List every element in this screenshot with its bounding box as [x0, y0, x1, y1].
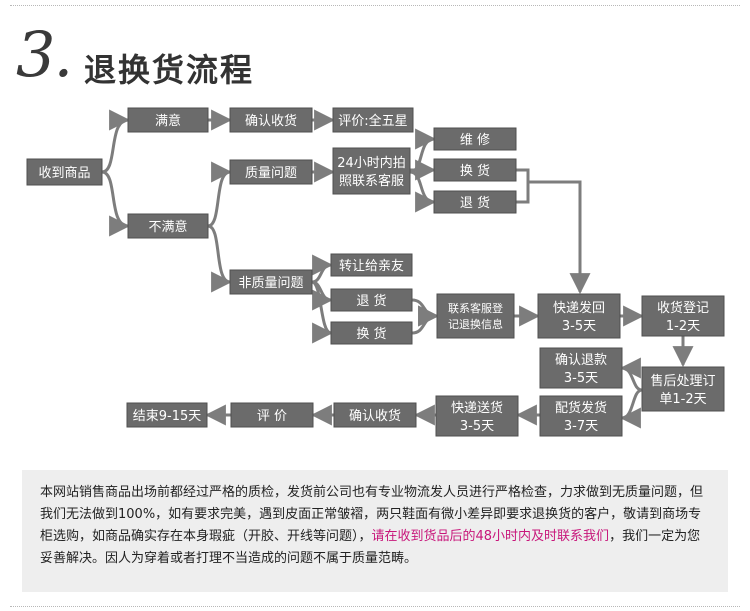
svg-text:确认收货: 确认收货	[245, 113, 297, 129]
section-title: 退换货流程	[84, 51, 255, 89]
svg-text:退 货: 退 货	[460, 195, 490, 211]
node-express-delivery: 快递送货 3-5天	[435, 395, 519, 437]
notice-tail: ，我们一定为您妥善解决。因人为穿着或者打理不当造成的问题不属于质量范畴。	[40, 529, 701, 566]
connector-received-satisfied	[101, 109, 131, 174]
svg-text:非质量问题: 非质量问题	[238, 276, 303, 291]
node-non-quality-issue: 非质量问题	[229, 269, 313, 295]
svg-text:3-5天: 3-5天	[562, 319, 596, 334]
node-repair: 维 修	[433, 127, 517, 151]
node-confirm-receipt-bottom: 确认收货	[333, 402, 417, 428]
svg-text:换 货: 换 货	[460, 163, 490, 179]
svg-text:换 货: 换 货	[356, 326, 386, 342]
svg-text:记退换信息: 记退换信息	[448, 317, 503, 331]
svg-text:照联系客服: 照联系客服	[339, 173, 404, 189]
svg-text:1-2天: 1-2天	[666, 319, 700, 334]
connectors	[101, 109, 694, 429]
svg-text:联系客服登: 联系客服登	[448, 301, 503, 315]
connector-exchange-bracket	[516, 168, 530, 204]
connector-dissatisfied-nonquality	[207, 224, 233, 293]
return-exchange-flowchart: 收到商品 满意 确认收货 评价:全五星 不满意 质量问题 24小时内拍 照联系客…	[26, 107, 725, 437]
connector-photo-return	[409, 170, 437, 213]
node-ship-goods: 配货发货 3-7天	[539, 395, 623, 437]
svg-text:配货发货: 配货发货	[555, 400, 607, 416]
node-review-five-star: 评价:全五星	[332, 107, 414, 133]
node-express-return: 快递发回 3-5天	[537, 293, 621, 339]
connector-return-contact	[411, 298, 440, 327]
svg-text:结束9-15天: 结束9-15天	[133, 409, 202, 424]
svg-text:维 修: 维 修	[460, 133, 490, 148]
svg-text:评价:全五星: 评价:全五星	[338, 113, 407, 129]
connector-nonquality-transfer	[311, 254, 334, 284]
node-received: 收到商品	[26, 158, 103, 186]
notice-text: 本网站销售商品出场前都经过严格的质检，发货前公司也有专业物流发人员进行严格检查，…	[40, 485, 704, 544]
node-satisfied: 满意	[127, 107, 209, 133]
node-photo-contact: 24小时内拍 照联系客服	[332, 147, 411, 195]
svg-text:单1-2天: 单1-2天	[659, 392, 706, 407]
node-end: 结束9-15天	[126, 402, 208, 428]
node-confirm-refund: 确认退款 3-5天	[539, 347, 623, 389]
svg-text:收到商品: 收到商品	[38, 166, 90, 181]
connector-exchange-contact	[411, 305, 440, 335]
node-contact-register: 联系客服登 记退换信息	[436, 293, 515, 339]
svg-text:退 货: 退 货	[356, 293, 386, 309]
section-number: 3.	[16, 18, 73, 91]
svg-text:评 价: 评 价	[257, 409, 287, 424]
top-dotted-divider	[10, 5, 740, 6]
connector-photo-repair	[409, 128, 437, 174]
svg-text:3-5天: 3-5天	[564, 371, 598, 386]
svg-text:满意: 满意	[155, 113, 181, 129]
svg-text:3-5天: 3-5天	[460, 419, 494, 434]
svg-text:24小时内拍: 24小时内拍	[337, 155, 406, 171]
node-quality-issue: 质量问题	[229, 159, 313, 185]
svg-text:确认收货: 确认收货	[349, 408, 401, 424]
svg-text:转让给亲友: 转让给亲友	[339, 258, 404, 274]
svg-text:确认退款: 确认退款	[555, 353, 607, 368]
node-dissatisfied: 不满意	[127, 213, 209, 239]
node-exchange-nonquality: 换 货	[330, 321, 413, 345]
connector-aftersale-ship	[619, 388, 643, 429]
notice-box: 本网站销售商品出场前都经过严格的质检，发货前公司也有专业物流发人员进行严格检查，…	[22, 470, 728, 592]
svg-text:不满意: 不满意	[148, 219, 187, 235]
node-return-nonquality: 退 货	[330, 288, 413, 312]
svg-text:收货登记: 收货登记	[657, 300, 709, 316]
notice-highlight: 请在收到货品后的48小时内及时联系我们	[371, 529, 610, 544]
node-receive-register: 收货登记 1-2天	[641, 295, 725, 337]
svg-text:质量问题: 质量问题	[245, 166, 297, 181]
svg-text:快递发回: 快递发回	[553, 300, 605, 316]
svg-text:3-7天: 3-7天	[564, 419, 598, 434]
connector-dissatisfied-quality	[207, 161, 233, 228]
connector-q-to-express	[528, 180, 591, 295]
connector-received-dissatisfied	[101, 170, 131, 237]
boxes: 收到商品 满意 确认收货 评价:全五星 不满意 质量问题 24小时内拍 照联系客…	[26, 107, 725, 437]
svg-text:快递送货: 快递送货	[451, 400, 503, 416]
node-confirm-receipt-top: 确认收货	[229, 107, 313, 133]
node-transfer-friend: 转让给亲友	[330, 253, 413, 277]
node-aftersale-order: 售后处理订 单1-2天	[641, 366, 725, 412]
connector-nonquality-exchange	[311, 280, 334, 344]
node-return-quality: 退 货	[433, 190, 517, 214]
bottom-dotted-divider	[10, 606, 740, 607]
node-review: 评 价	[230, 402, 314, 428]
connector-aftersale-refund	[619, 357, 643, 392]
svg-text:售后处理订: 售后处理订	[650, 373, 715, 389]
node-exchange-quality: 换 货	[433, 158, 517, 182]
